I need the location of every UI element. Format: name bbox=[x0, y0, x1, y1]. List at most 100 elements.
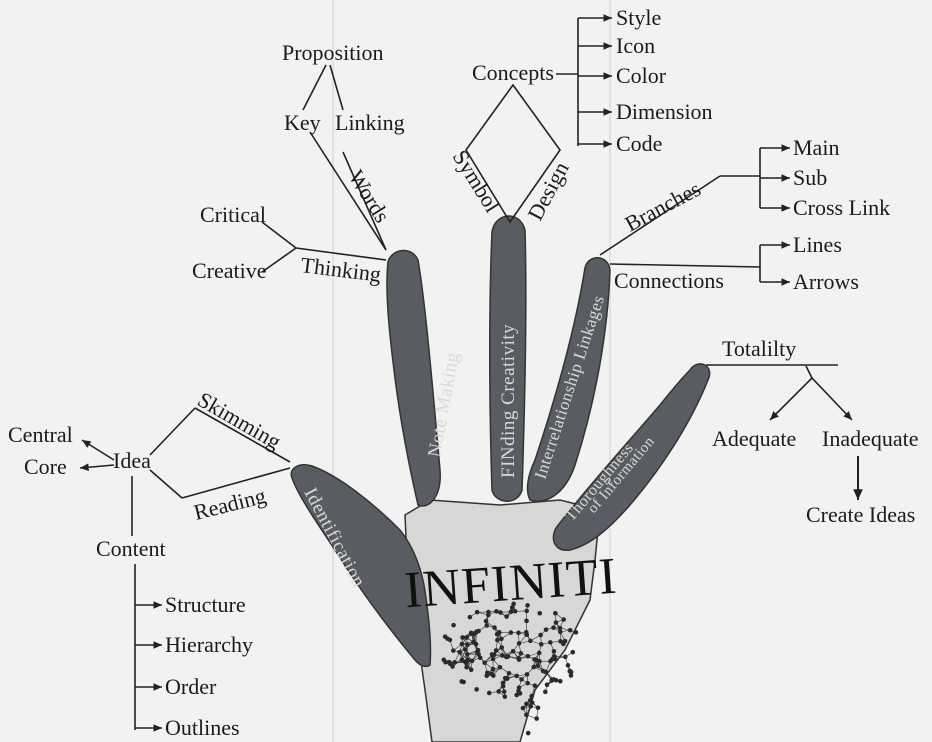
brain-node bbox=[517, 641, 522, 646]
brain-node bbox=[516, 656, 521, 661]
branch-item-cross-link: Cross Link bbox=[793, 195, 890, 220]
brain-node bbox=[548, 640, 553, 645]
brain-node bbox=[513, 609, 518, 614]
brain-node bbox=[461, 680, 466, 685]
critical-label: Critical bbox=[200, 202, 266, 227]
content-item-order: Order bbox=[165, 674, 217, 699]
brain-node bbox=[553, 611, 558, 616]
brain-node bbox=[519, 651, 524, 656]
linkages-branch: Branches Main Sub Cross Link Connections… bbox=[600, 135, 890, 294]
brain-node bbox=[514, 674, 519, 679]
brain-node bbox=[499, 645, 504, 650]
brain-node bbox=[451, 648, 456, 653]
brain-node bbox=[511, 649, 516, 654]
brain-node bbox=[492, 625, 497, 630]
key-label: Key bbox=[284, 110, 321, 135]
inadequate-label: Inadequate bbox=[822, 426, 919, 451]
brain-node bbox=[539, 642, 544, 647]
brain-node bbox=[526, 731, 531, 736]
brain-node bbox=[531, 665, 536, 670]
brain-node bbox=[468, 615, 473, 620]
brain-node bbox=[525, 672, 530, 677]
skimming-label: Skimming bbox=[194, 387, 286, 454]
brain-node bbox=[552, 654, 557, 659]
brain-node bbox=[466, 657, 471, 662]
brain-node bbox=[475, 610, 480, 615]
content-item-structure: Structure bbox=[165, 592, 246, 617]
brain-node bbox=[536, 705, 541, 710]
brain-node bbox=[489, 672, 494, 677]
identification-branch: Skimming Reading Idea Central Core Conte… bbox=[8, 387, 290, 740]
brain-node bbox=[463, 647, 468, 652]
brain-node bbox=[558, 630, 563, 635]
brain-node bbox=[498, 610, 503, 615]
brain-node bbox=[568, 628, 573, 633]
core-label: Core bbox=[24, 454, 67, 479]
brain-node bbox=[487, 691, 492, 696]
brain-node bbox=[544, 627, 549, 632]
index-finger bbox=[387, 250, 440, 506]
idea-label: Idea bbox=[113, 448, 151, 473]
brain-node bbox=[464, 635, 469, 640]
brain-node bbox=[474, 642, 479, 647]
brain-node bbox=[525, 681, 530, 686]
content-label: Content bbox=[96, 536, 166, 561]
brain-node bbox=[530, 700, 535, 705]
middle-label: FINding Creativity bbox=[498, 324, 519, 478]
brain-node bbox=[532, 657, 537, 662]
brain-node bbox=[558, 639, 563, 644]
brain-node bbox=[503, 694, 508, 699]
concept-item-style: Style bbox=[616, 5, 661, 30]
brain-node bbox=[475, 650, 480, 655]
brain-node bbox=[524, 630, 529, 635]
brain-node bbox=[496, 689, 501, 694]
brain-node bbox=[561, 617, 566, 622]
brain-node bbox=[525, 603, 530, 608]
brain-node bbox=[442, 658, 447, 663]
brain-node bbox=[511, 602, 516, 607]
brain-node bbox=[484, 673, 489, 678]
brain-node bbox=[519, 677, 524, 682]
thoroughness-branch: Totalilty Adequate Inadequate Create Ide… bbox=[706, 336, 919, 527]
create-ideas-label: Create Ideas bbox=[806, 502, 915, 527]
connections-label: Connections bbox=[614, 268, 724, 293]
brain-node bbox=[570, 650, 575, 655]
brain-node bbox=[504, 655, 509, 660]
concepts-label: Concepts bbox=[472, 60, 554, 85]
brain-node bbox=[504, 614, 509, 619]
brain-node bbox=[464, 665, 469, 670]
brain-node bbox=[460, 635, 465, 640]
brain-node bbox=[528, 639, 533, 644]
central-label: Central bbox=[8, 422, 73, 447]
brain-node bbox=[545, 682, 550, 687]
brain-node bbox=[470, 659, 475, 664]
brain-node bbox=[537, 651, 542, 656]
reading-label: Reading bbox=[191, 483, 268, 525]
brain-node bbox=[517, 685, 522, 690]
brain-node bbox=[534, 716, 539, 721]
brain-node bbox=[554, 620, 559, 625]
brain-node bbox=[503, 676, 508, 681]
brain-node bbox=[448, 662, 453, 667]
brain-node bbox=[551, 625, 556, 630]
brain-node bbox=[550, 677, 555, 682]
brain-node bbox=[457, 650, 462, 655]
brain-node bbox=[500, 653, 505, 658]
concept-item-code: Code bbox=[616, 131, 662, 156]
brain-node bbox=[558, 679, 563, 684]
hand: Identification Note Making FINding Creat… bbox=[291, 216, 709, 742]
brain-node bbox=[460, 657, 465, 662]
brain-node bbox=[452, 660, 457, 665]
brain-node bbox=[465, 642, 470, 647]
brain-node bbox=[499, 637, 504, 642]
brain-node bbox=[486, 610, 491, 615]
branch-item-main: Main bbox=[793, 135, 839, 160]
concept-item-color: Color bbox=[616, 63, 667, 88]
adequate-label: Adequate bbox=[712, 426, 796, 451]
connection-item-lines: Lines bbox=[793, 232, 842, 257]
brain-node bbox=[482, 660, 487, 665]
brain-node bbox=[494, 609, 499, 614]
content-item-hierarchy: Hierarchy bbox=[165, 632, 253, 657]
brain-node bbox=[563, 655, 568, 660]
